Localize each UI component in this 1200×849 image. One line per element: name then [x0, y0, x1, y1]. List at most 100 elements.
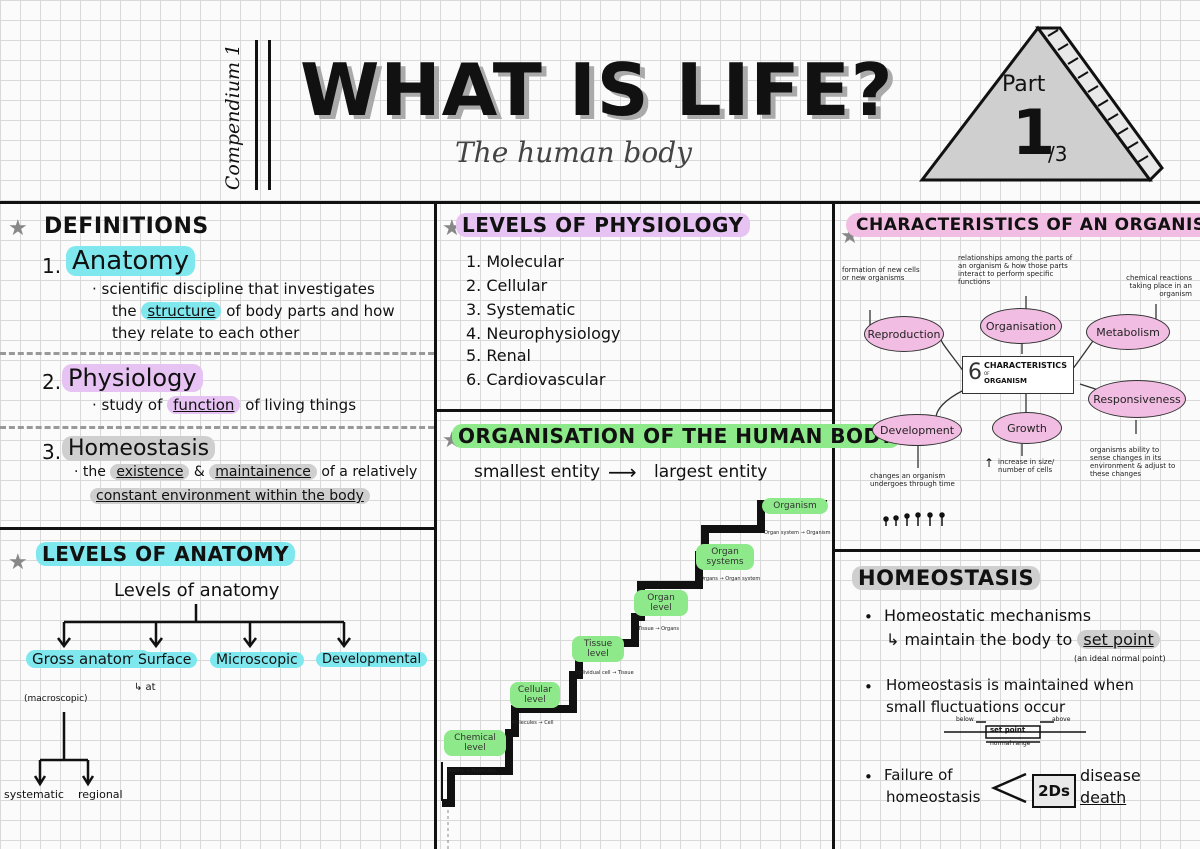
step-caption: Atoms → Molecules [448, 768, 497, 774]
arrow-right-icon: ⟶ [608, 460, 637, 484]
definition-term-physiology: Physiology [62, 364, 203, 392]
part-number: 1 [1012, 96, 1056, 169]
physiology-level: 6. Cardiovascular [466, 370, 606, 389]
scale-smallest: smallest entity [474, 462, 601, 482]
staircase-diagram [441, 500, 827, 849]
star-icon: ★ [8, 550, 28, 575]
step-caption: Molecules → Cell [512, 720, 554, 726]
physiology-level: 1. Molecular [466, 252, 564, 271]
middle-section-rule [434, 409, 835, 412]
characteristics-count: 6 [968, 360, 982, 385]
homeostasis-set-point-note: (an ideal normal point) [1074, 654, 1166, 663]
physiology-level: 5. Renal [466, 346, 531, 365]
compendium-label: Compendium 1 [222, 43, 245, 191]
anatomy-sub-regional: regional [78, 788, 123, 801]
definitions-title: DEFINITIONS [44, 214, 209, 239]
two-ds-box: 2Ds [1032, 774, 1076, 808]
anatomy-branch-surface: Surface [132, 652, 198, 668]
definition-number: 1. [42, 254, 62, 278]
anatomy-gross-note: (macroscopic) [24, 694, 88, 704]
page-subtitle: The human body [455, 136, 692, 169]
levels-anatomy-title: LEVELS OF ANATOMY [36, 542, 295, 566]
part-total: /3 [1048, 142, 1068, 166]
homeostasis-bullet-3: Failure of [884, 766, 953, 784]
anatomy-branch-microscopic: Microscopic [210, 652, 304, 668]
set-point-scale-diagram [944, 721, 1086, 743]
step-chemical: Chemical level [444, 730, 506, 756]
definition-desc-line: · the existence & maintainence of a rela… [74, 464, 418, 480]
definition-desc-line: constant environment within the body [90, 488, 370, 504]
step-caption: Organs → Organ system [700, 576, 761, 582]
branch-chevron-icon [990, 772, 1027, 804]
step-organ: Organ level [634, 590, 688, 616]
anatomy-sub-systematic: systematic [4, 788, 64, 801]
human-figures-icon [883, 512, 945, 526]
characteristics-center-label: OF [984, 371, 990, 376]
step-cellular: Cellular level [510, 682, 560, 708]
definition-desc-line: · scientific discipline that investigate… [92, 280, 375, 298]
anatomy-tree-lines [33, 604, 351, 787]
part-triangle-icon [918, 25, 1164, 183]
step-caption: Tissue → Organs [638, 626, 680, 632]
step-tissue: Tissue level [572, 636, 624, 662]
column-divider-1 [434, 201, 437, 849]
scale-above-label: above [1052, 716, 1071, 723]
note-metabolism: chemical reactions taking place in an or… [1126, 274, 1192, 298]
note-responsiveness: organisms ability to sense changes in it… [1090, 446, 1176, 478]
characteristics-center-box [962, 356, 1074, 394]
step-caption: Organ system → Organism [764, 530, 831, 536]
anatomy-branch-developmental: Developmental [316, 652, 428, 667]
scale-largest: largest entity [654, 462, 768, 482]
anatomy-branch-gross: Gross anatomy [26, 650, 152, 668]
page-title: WHAT IS LIFE? [300, 48, 894, 132]
organisation-title: ORGANISATION OF THE HUMAN BODY [452, 424, 901, 448]
arrow-up-icon: ↑ [984, 456, 995, 470]
note-development: changes an organism undergoes through ti… [870, 472, 955, 488]
homeostasis-bullet-2: Homeostasis is maintained when [886, 676, 1134, 694]
homeostasis-title: HOMEOSTASIS [852, 566, 1041, 590]
bullet-icon: • [864, 678, 873, 696]
node-responsiveness: Responsiveness [1088, 380, 1186, 418]
physiology-level: 4. Neurophysiology [466, 324, 621, 343]
characteristics-title: CHARACTERISTICS OF AN ORGANISM [846, 213, 1200, 237]
header-divider-left [255, 40, 258, 190]
node-development: Development [872, 414, 962, 446]
node-reproduction: Reproduction [864, 316, 944, 352]
physiology-level: 2. Cellular [466, 276, 548, 295]
step-caption: Individual cell → Tissue [576, 670, 634, 676]
header-rule [0, 201, 1200, 204]
characteristics-center-label: CHARACTERISTICS [984, 361, 1068, 370]
homeostasis-bullet-1: Homeostatic mechanisms [884, 606, 1092, 625]
header-divider-right [268, 40, 271, 190]
definition-desc-line: they relate to each other [112, 324, 300, 342]
bullet-icon: • [864, 768, 873, 786]
node-organisation: Organisation [980, 308, 1062, 344]
left-section-rule [0, 527, 437, 530]
star-icon: ★ [8, 216, 28, 241]
scale-below-label: below [956, 716, 974, 723]
characteristics-center-label: ORGANISM [984, 377, 1027, 385]
step-organ-systems: Organ systems [696, 544, 754, 570]
outcome-death: death [1080, 788, 1127, 807]
homeostasis-bullet-1b: ↳ maintain the body to set point [886, 630, 1160, 649]
note-reproduction: formation of new cells or new organisms [842, 266, 920, 282]
note-organisation: relationships among the parts of an orga… [958, 254, 1073, 286]
bullet-icon: • [864, 608, 873, 626]
anatomy-surface-note: ↳ at [134, 682, 156, 693]
definition-term-anatomy: Anatomy [66, 246, 196, 276]
part-label: Part [1002, 72, 1046, 97]
column-divider-2 [832, 201, 835, 849]
homeostasis-bullet-3b: homeostasis [886, 788, 981, 806]
scale-normal-range-label: normal range [990, 740, 1031, 747]
node-growth: Growth [992, 412, 1062, 444]
anatomy-tree-root: Levels of anatomy [114, 580, 280, 601]
definition-number: 3. [42, 440, 62, 464]
definition-divider-2 [0, 426, 434, 429]
levels-physiology-title: LEVELS OF PHYSIOLOGY [456, 213, 750, 237]
definition-number: 2. [42, 370, 62, 394]
definition-desc-line: · study of function of living things [92, 396, 357, 414]
step-organism: Organism [762, 498, 828, 514]
outcome-disease: disease [1080, 766, 1141, 785]
scale-set-point-label: set point [990, 726, 1026, 734]
right-section-rule [832, 549, 1200, 552]
